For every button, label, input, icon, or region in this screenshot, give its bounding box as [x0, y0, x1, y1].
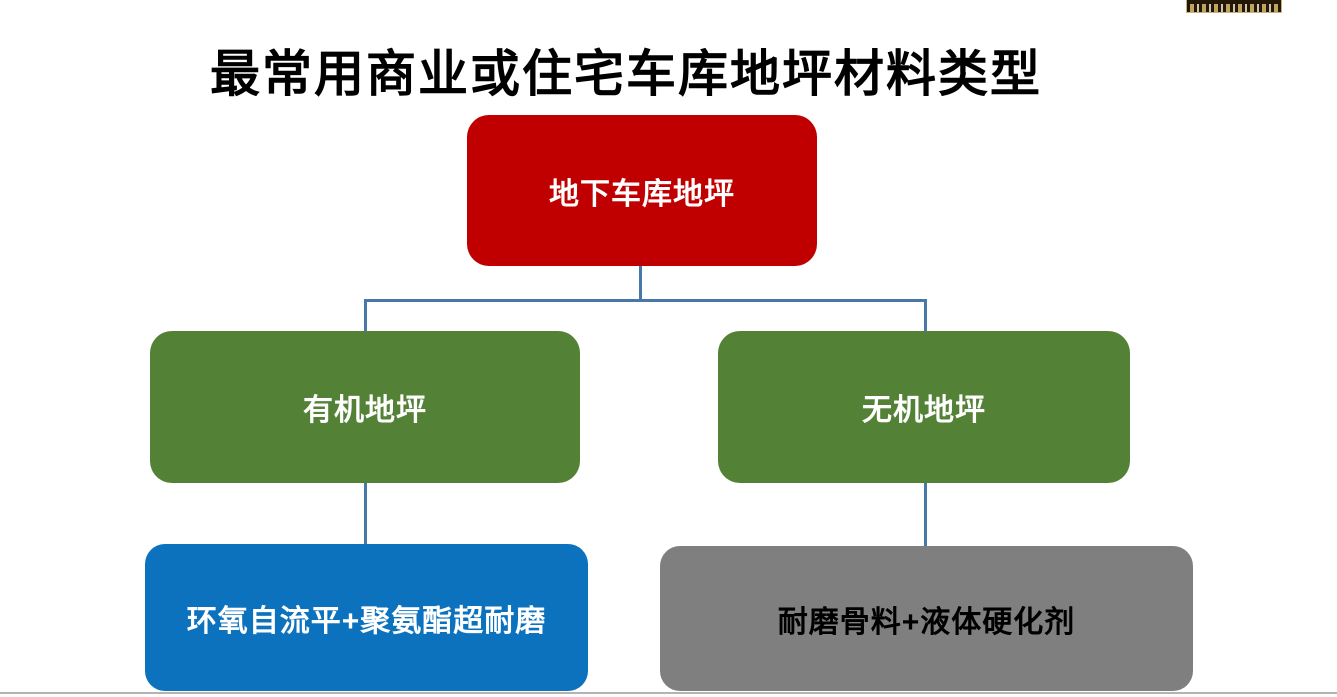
watermark-logo-glyphs [1190, 4, 1278, 12]
node-label: 有机地坪 [303, 394, 427, 427]
node-label: 环氧自流平+聚氨酯超耐磨 [186, 604, 547, 638]
node-label: 地下车库地坪 [549, 177, 735, 211]
node-epoxy-polyurethane: 环氧自流平+聚氨酯超耐磨 [145, 544, 588, 691]
node-inorganic-floor: 无机地坪 [718, 331, 1130, 483]
node-aggregate-hardener: 耐磨骨料+液体硬化剂 [660, 546, 1193, 691]
node-label: 耐磨骨料+液体硬化剂 [777, 605, 1076, 639]
node-organic-floor: 有机地坪 [150, 331, 580, 483]
bottom-divider-line [0, 692, 1337, 694]
connector-horizontal-bar [364, 299, 927, 302]
connector-left-drop [364, 299, 367, 332]
connector-left-leaf-stem [364, 483, 367, 545]
connector-right-drop [924, 299, 927, 332]
watermark-logo-icon [1186, 0, 1282, 13]
connector-right-leaf-stem [924, 483, 927, 547]
connector-root-stem [639, 266, 642, 300]
node-label: 无机地坪 [862, 394, 986, 427]
node-underground-garage-floor: 地下车库地坪 [467, 115, 817, 266]
page-title: 最常用商业或住宅车库地坪材料类型 [210, 46, 1042, 102]
